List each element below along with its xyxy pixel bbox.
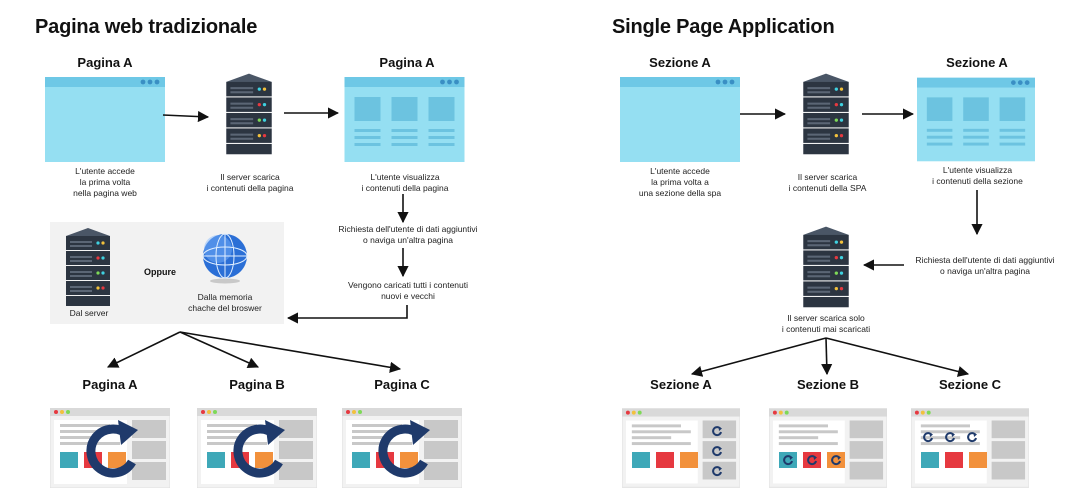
caption-user-views: L'utente visualizza i contenuti della pa… <box>361 172 449 193</box>
result-label-section-c: Sezione C <box>938 377 1002 392</box>
reload-icon <box>233 420 285 478</box>
arrow-to-page-c <box>179 331 402 373</box>
page-a-viewed-label: Pagina A <box>379 55 435 70</box>
result-label-section-a: Sezione A <box>650 377 712 392</box>
spa-title: Single Page Application <box>612 16 835 38</box>
reload-icon <box>378 420 430 478</box>
spa-arrow-to-section-a <box>690 337 827 377</box>
spa-caption-request: Richiesta dell'utente di dati aggiuntivi… <box>915 255 1055 276</box>
spa-caption-user-views: L'utente visualizza i contenuti della se… <box>932 165 1023 186</box>
result-label-page-c: Pagina C <box>374 377 430 392</box>
caption-user-access: L'utente accede la prima volta nella pag… <box>73 166 137 198</box>
spa-browser-window-content <box>917 77 1035 162</box>
caption-server-downloads: Il server scarica i contenuti della pagi… <box>206 172 294 193</box>
server-icon-panel <box>66 228 110 306</box>
caption-request: Richiesta dell'utente di dati aggiuntivi… <box>338 224 478 245</box>
result-section-b <box>769 408 887 488</box>
or-label: Oppure <box>144 267 177 277</box>
section-a-viewed-label: Sezione A <box>946 55 1008 70</box>
section-a-label: Sezione A <box>649 55 711 70</box>
spa-arrow-to-section-c <box>825 337 970 377</box>
browser-window-content <box>344 77 465 162</box>
arrow-to-server <box>162 110 210 123</box>
spa-arrow-to-section-b <box>821 337 833 376</box>
result-section-a <box>622 408 740 488</box>
spa-caption-user-access: L'utente accede la prima volta a una sez… <box>638 166 722 198</box>
spa-browser-window-initial <box>620 77 740 162</box>
spa-server-icon <box>803 73 849 155</box>
page-a-label: Pagina A <box>77 55 133 70</box>
server-icon <box>226 73 272 155</box>
caption-from-server: Dal server <box>69 308 109 318</box>
traditional-title: Pagina web tradizionale <box>35 16 258 38</box>
result-section-c <box>911 408 1029 488</box>
arrow-to-page-b <box>179 331 260 368</box>
caption-from-cache: Dalla memoria chache del broswer <box>188 292 262 313</box>
arrow-to-panel <box>286 305 408 324</box>
result-label-section-b: Sezione B <box>796 377 860 392</box>
spa-caption-server-downloads: Il server scarica i contenuti della SPA <box>788 172 867 193</box>
caption-loaded-all: Vengono caricati tutti i contenuti nuovi… <box>347 280 469 301</box>
result-label-page-a: Pagina A <box>82 377 138 392</box>
browser-window-initial <box>45 77 165 162</box>
reload-icon <box>86 420 138 478</box>
spa-caption-server-only-new: Il server scarica solo i contenuti mai s… <box>781 313 871 334</box>
globe-icon <box>202 233 248 284</box>
result-label-page-b: Pagina B <box>229 377 285 392</box>
spa-server-icon-2 <box>803 226 849 308</box>
arrow-to-page-a <box>106 331 181 368</box>
